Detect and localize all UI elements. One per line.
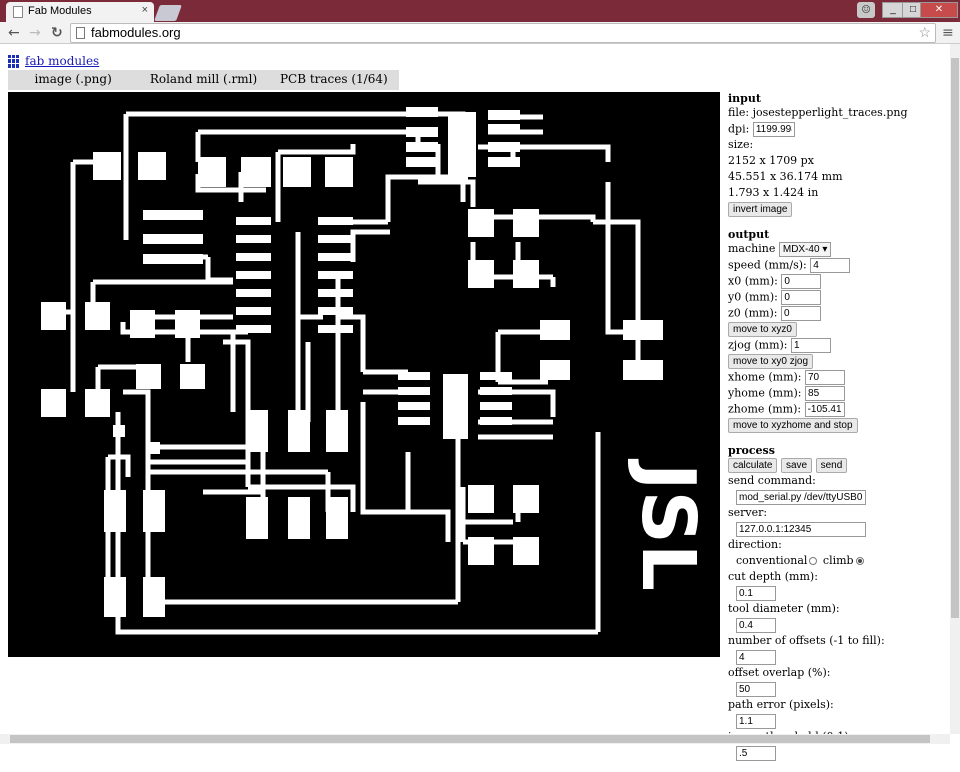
zjog-label: zjog (mm): bbox=[728, 338, 788, 352]
path-error-label: path error (pixels): bbox=[728, 698, 834, 711]
cut-depth-input[interactable] bbox=[736, 586, 776, 601]
size-mm: 45.551 x 36.174 mm bbox=[728, 170, 843, 183]
yhome-input[interactable] bbox=[805, 386, 846, 401]
forward-icon[interactable]: → bbox=[29, 25, 41, 41]
calculate-button[interactable]: calculate bbox=[728, 458, 778, 473]
save-button[interactable]: save bbox=[780, 458, 813, 473]
overlap-input[interactable] bbox=[736, 682, 776, 697]
grid-icon bbox=[8, 54, 21, 68]
machine-select[interactable]: MDX-40 ▾ bbox=[778, 242, 832, 257]
zjog-input[interactable] bbox=[791, 338, 832, 353]
server-label: server: bbox=[728, 506, 768, 519]
zhome-input[interactable] bbox=[804, 402, 845, 417]
page-icon bbox=[76, 27, 85, 39]
z0-label: z0 (mm): bbox=[728, 306, 778, 320]
close-icon[interactable]: × bbox=[141, 4, 148, 16]
horizontal-scrollbar[interactable] bbox=[0, 734, 950, 744]
zhome-label: zhome (mm): bbox=[728, 402, 802, 416]
browser-titlebar: Fab Modules × ☺ _ □ ✕ bbox=[0, 0, 960, 22]
url-text: fabmodules.org bbox=[91, 25, 181, 40]
tool-diameter-label: tool diameter (mm): bbox=[728, 602, 840, 615]
menu-icon[interactable]: ≡ bbox=[942, 25, 954, 41]
path-error-input[interactable] bbox=[736, 714, 776, 729]
climb-radio[interactable] bbox=[855, 557, 864, 565]
fab-modules-logo[interactable]: fab modules bbox=[8, 54, 99, 68]
tab-title: Fab Modules bbox=[28, 5, 92, 17]
yhome-label: yhome (mm): bbox=[728, 386, 802, 400]
offsets-label: number of offsets (-1 to fill): bbox=[728, 634, 885, 647]
minimize-button[interactable]: _ bbox=[882, 2, 904, 18]
input-section: input file: josestepperlight_traces.png … bbox=[728, 92, 948, 218]
pcb-image-canvas: JSL bbox=[8, 92, 720, 657]
file-label: file: bbox=[728, 106, 750, 119]
process-section: process calculate save send send command… bbox=[728, 444, 948, 762]
page-icon bbox=[13, 6, 23, 18]
climb-label: climb bbox=[822, 554, 854, 567]
back-icon[interactable]: ← bbox=[8, 25, 20, 41]
size-in: 1.793 x 1.424 in bbox=[728, 186, 819, 199]
y0-input[interactable] bbox=[781, 290, 822, 305]
xhome-label: xhome (mm): bbox=[728, 370, 802, 384]
size-label: size: bbox=[728, 138, 754, 151]
size-px: 2152 x 1709 px bbox=[728, 154, 814, 167]
browser-tab[interactable]: Fab Modules × bbox=[6, 2, 154, 22]
settings-panel: input file: josestepperlight_traces.png … bbox=[728, 92, 948, 772]
xhome-input[interactable] bbox=[805, 370, 845, 385]
address-bar[interactable]: fabmodules.org ☆ bbox=[70, 23, 936, 43]
threshold-input[interactable] bbox=[736, 746, 776, 761]
offsets-input[interactable] bbox=[736, 650, 776, 665]
tool-diameter-input[interactable] bbox=[736, 618, 776, 633]
conventional-radio[interactable] bbox=[809, 557, 818, 565]
output-section: output machine MDX-40 ▾ speed (mm/s): x0… bbox=[728, 228, 948, 434]
conventional-label: conventional bbox=[736, 554, 808, 567]
dpi-label: dpi: bbox=[728, 122, 750, 136]
cut-depth-label: cut depth (mm): bbox=[728, 570, 818, 583]
x0-input[interactable] bbox=[781, 274, 822, 289]
overlap-label: offset overlap (%): bbox=[728, 666, 831, 679]
dpi-input[interactable] bbox=[752, 122, 795, 137]
file-name: josestepperlight_traces.png bbox=[752, 106, 908, 119]
invert-image-button[interactable]: invert image bbox=[728, 202, 793, 217]
send-command-input[interactable] bbox=[736, 490, 866, 505]
pcb-traces-graphic: JSL bbox=[41, 107, 711, 635]
z0-input[interactable] bbox=[780, 306, 821, 321]
process-heading: process bbox=[728, 444, 775, 457]
x0-label: x0 (mm): bbox=[728, 274, 778, 288]
tab-image-png[interactable]: image (.png) bbox=[34, 72, 112, 86]
speed-input[interactable] bbox=[810, 258, 851, 273]
navigation-bar: ← → ↻ fabmodules.org ☆ ≡ bbox=[0, 22, 960, 44]
tab-pcb-traces[interactable]: PCB traces (1/64) bbox=[279, 72, 388, 86]
board-label-text: JSL bbox=[625, 458, 711, 591]
fab-modules-link[interactable]: fab modules bbox=[25, 54, 100, 68]
move-to-xyzhome-button[interactable]: move to xyzhome and stop bbox=[728, 418, 858, 433]
reload-icon[interactable]: ↻ bbox=[51, 25, 63, 41]
module-tabs: image (.png) Roland mill (.rml) PCB trac… bbox=[8, 70, 399, 90]
input-heading: input bbox=[728, 92, 761, 105]
window-close-button[interactable]: ✕ bbox=[920, 2, 958, 18]
server-input[interactable] bbox=[736, 522, 866, 537]
move-to-xyz0-button[interactable]: move to xyz0 bbox=[728, 322, 797, 337]
machine-label: machine bbox=[728, 242, 776, 255]
bookmark-star-icon[interactable]: ☆ bbox=[918, 24, 931, 40]
speed-label: speed (mm/s): bbox=[728, 258, 807, 272]
tab-roland-mill[interactable]: Roland mill (.rml) bbox=[149, 72, 258, 86]
move-to-xy0-zjog-button[interactable]: move to xy0 zjog bbox=[728, 354, 814, 369]
direction-label: direction: bbox=[728, 538, 782, 551]
vertical-scrollbar[interactable] bbox=[950, 44, 960, 734]
y0-label: y0 (mm): bbox=[728, 290, 778, 304]
user-icon[interactable]: ☺ bbox=[857, 2, 875, 18]
output-heading: output bbox=[728, 228, 770, 241]
send-button[interactable]: send bbox=[815, 458, 848, 473]
send-command-label: send command: bbox=[728, 474, 816, 487]
new-tab-button[interactable] bbox=[154, 5, 182, 21]
